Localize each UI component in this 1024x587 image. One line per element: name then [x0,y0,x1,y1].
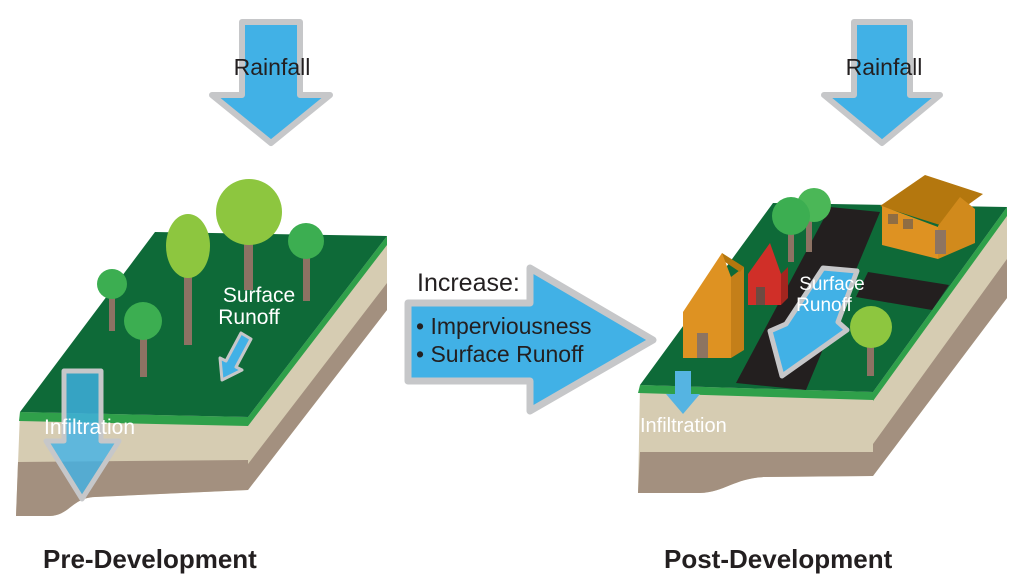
post-block-front-brown [638,452,873,493]
tree-canopy [97,269,127,299]
house-front-wall [683,253,731,358]
house-side-wall [731,267,744,358]
increase-bullet-2: • Surface Runoff [416,341,584,367]
house-gable-wall [938,197,975,259]
post-block-side-brown [873,259,1007,476]
infiltration-arrow-left [43,368,122,502]
tree-canopy [850,306,892,348]
post-trees-upper [772,188,831,262]
post-development-caption: Post-Development [664,544,893,574]
surface-runoff-label-left-1: Surface [223,284,295,307]
surface-runoff-arrow-small-left [218,331,253,382]
house-door [697,333,708,358]
pre-trees [97,179,324,377]
infiltration-arrow-right [666,371,700,414]
tree-canopy [288,223,324,259]
tree-canopy [772,197,810,235]
infiltration-label-left: Infiltration [44,416,135,439]
infiltration-label-right: Infiltration [640,415,727,437]
pre-block-side-brown [248,283,387,490]
pre-block-side-grass-edge [248,236,387,426]
house-window [888,214,898,224]
pre-block-front-brown [16,460,248,516]
surface-runoff-label-left-2: Runoff [218,306,280,329]
rainfall-label-right: Rainfall [846,54,923,80]
pre-development-scene: Rainfall Surface Runoff Inf [16,19,387,574]
surface-runoff-label-right-1: Surface [799,274,864,295]
surface-runoff-arrow-right [767,265,860,379]
rainfall-arrow-left [209,19,333,146]
tree-trunk [303,241,310,301]
cross-road [856,272,949,310]
increase-callout: Increase: • Imperviousness • Surface Run… [404,264,657,415]
increase-arrow-right [404,264,657,415]
rainfall-label-left: Rainfall [234,54,311,80]
house-door [756,287,765,305]
tree-trunk [244,212,253,290]
increase-bullet-1: • Imperviousness [416,313,592,339]
increase-title: Increase: [417,269,520,297]
tree-trunk [806,206,812,252]
house-red [748,243,788,305]
tree-canopy [124,302,162,340]
house-window [903,219,913,229]
tree-trunk [140,321,147,377]
house-roof-edge [722,253,744,272]
surface-runoff-label-right-2: Runoff [796,295,852,316]
post-block-front-grass-edge [638,385,873,400]
pre-grass-top [20,232,387,417]
tree-trunk [788,216,794,262]
house-side-wall [781,267,788,305]
post-tree-lime [850,306,892,376]
post-development-scene: Rainfall [638,19,1007,574]
house-door [935,230,946,254]
rainfall-arrow-right [821,19,943,146]
tree-canopy [216,179,282,245]
house-orange-small [683,253,744,358]
tree-trunk [109,284,115,331]
post-block-side-grass-edge [873,207,1007,401]
tree-trunk [184,246,192,345]
pre-development-caption: Pre-Development [43,544,257,574]
tree-canopy-oval [166,214,210,278]
house-orange-large [880,175,983,259]
tree-trunk [867,327,874,376]
